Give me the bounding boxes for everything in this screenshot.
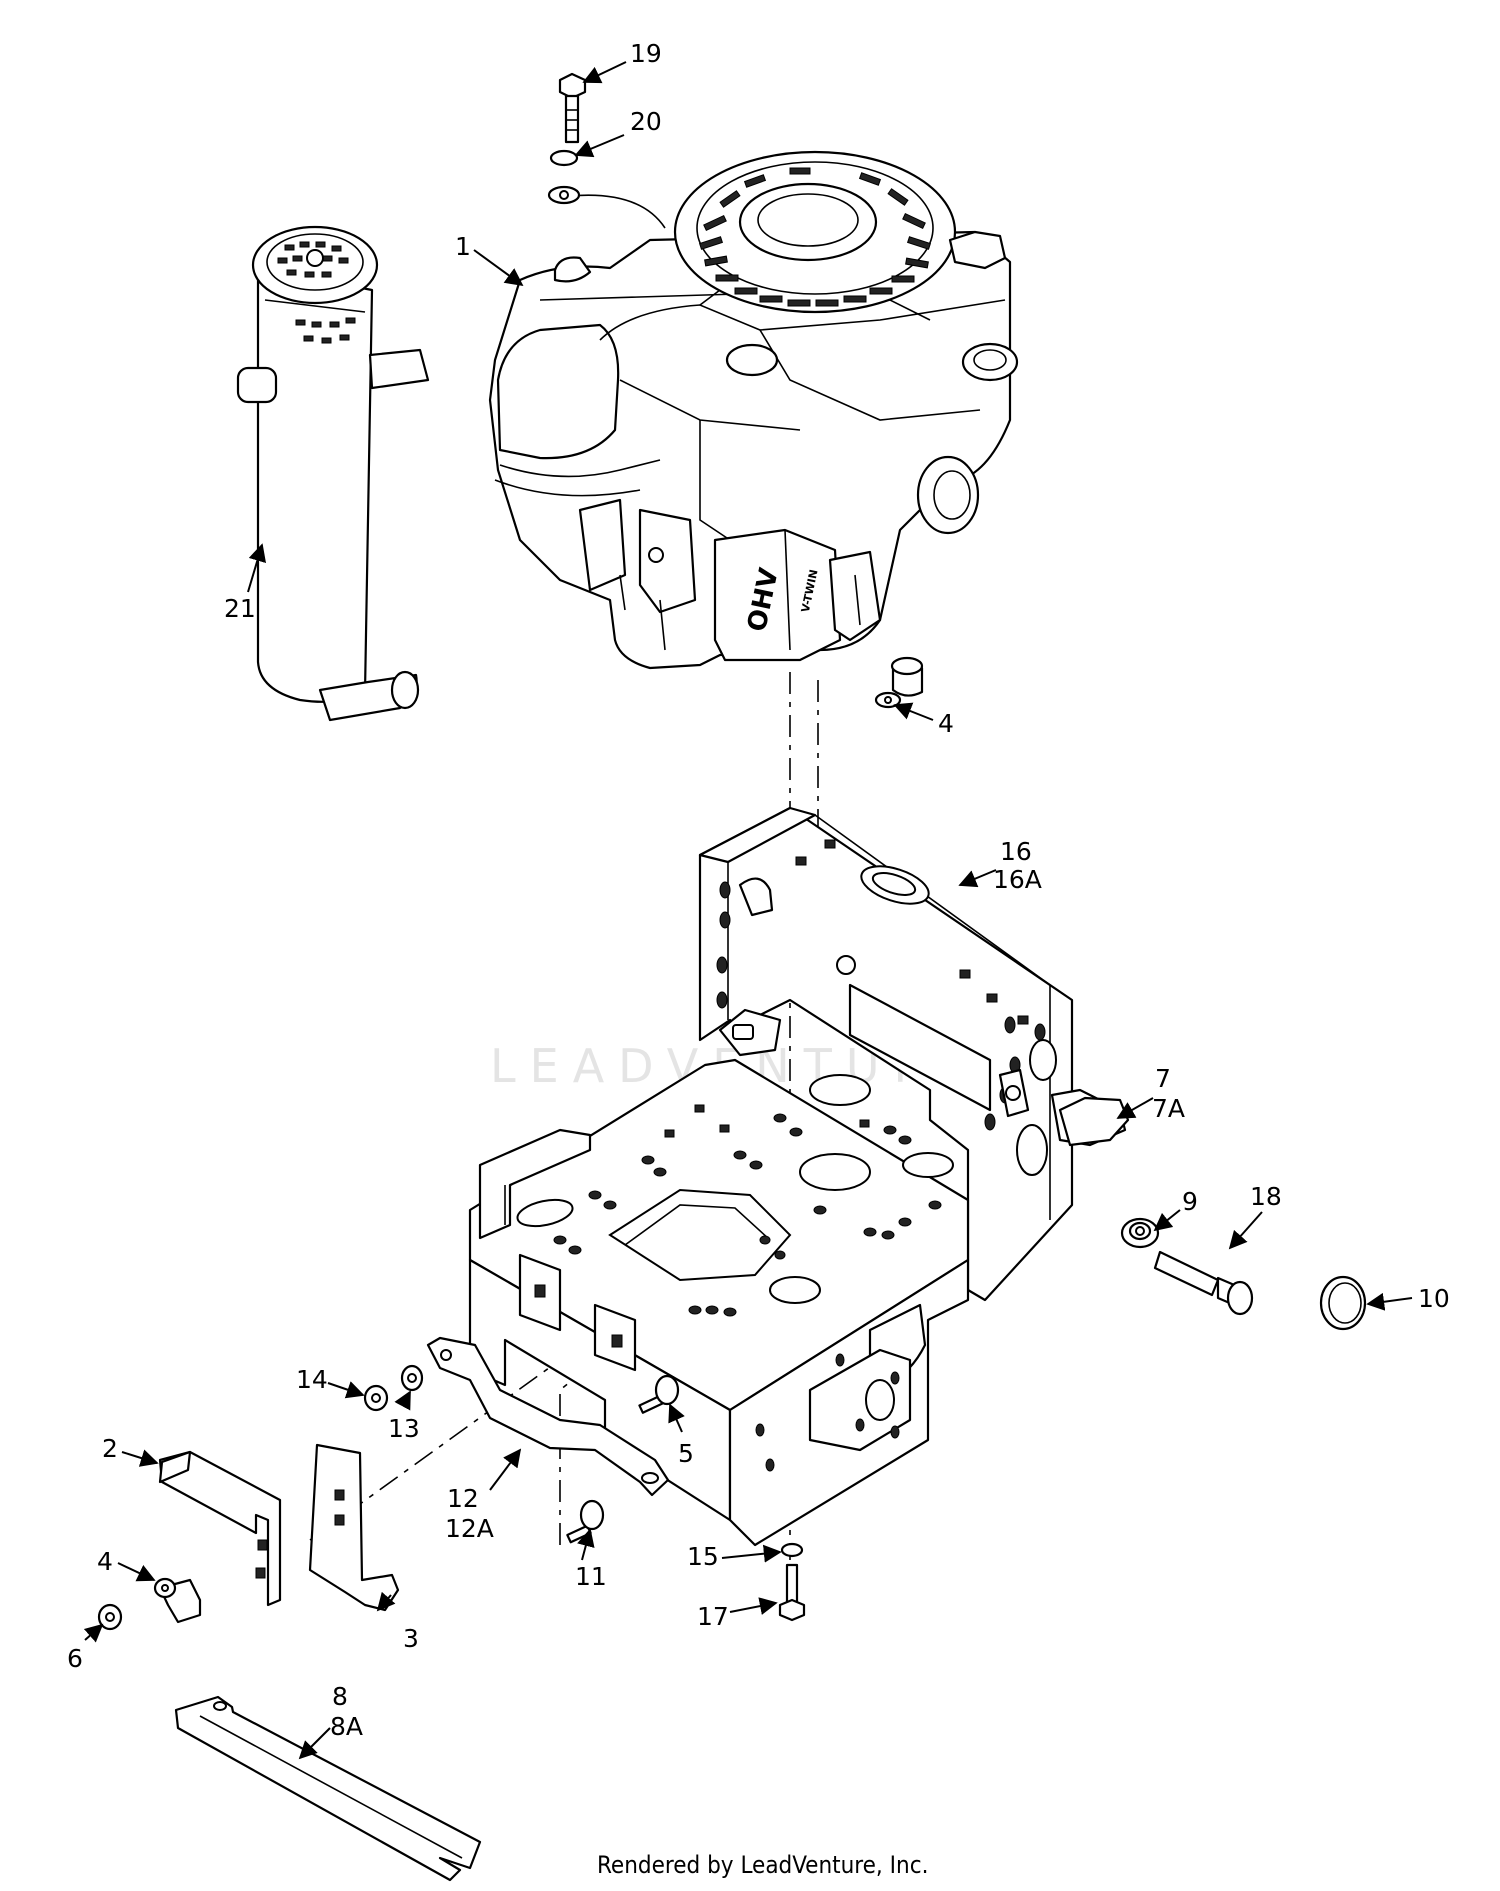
callout-labels: 19 20 1 21 4 16 16A 7 7A 9 18 10 14 13 5… [67,39,1450,1741]
screw-part-5[interactable] [638,1374,680,1414]
credit-line: Rendered by LeadVenture, Inc. [597,1851,928,1879]
bracket-part-2[interactable] [158,1450,282,1607]
frame-part-16[interactable] [468,806,1127,1547]
callout-3: 3 [403,1624,419,1653]
callout-20: 20 [630,107,662,136]
callout-4a: 4 [938,709,954,738]
callout-5: 5 [678,1439,694,1468]
callout-17: 17 [697,1602,729,1631]
callout-14: 14 [296,1365,328,1394]
flange-nut-part-9[interactable] [1120,1217,1160,1249]
washer-part-15[interactable] [780,1542,804,1558]
callout-19: 19 [630,39,662,68]
callout-8a: 8A [330,1712,363,1741]
callout-18: 18 [1250,1182,1282,1211]
callout-1: 1 [455,232,471,261]
callout-7: 7 [1155,1064,1171,1093]
washer-part-20[interactable] [547,149,581,205]
washer-part-13[interactable] [400,1364,424,1392]
bracket-part-3[interactable] [308,1443,400,1612]
callout-2: 2 [102,1434,118,1463]
spacer-part-4-top[interactable] [874,656,924,709]
callout-6: 6 [67,1644,83,1673]
bolt-part-18[interactable] [1153,1250,1254,1316]
callout-7a: 7A [1152,1094,1185,1123]
engine-part-1[interactable]: OHV V-TWIN [488,150,1019,670]
callout-10: 10 [1418,1284,1450,1313]
callout-12: 12 [447,1484,479,1513]
retaining-ring-part-10[interactable] [1319,1275,1367,1331]
nut-part-6[interactable] [97,1603,123,1631]
bolt-part-19[interactable] [558,72,587,144]
callout-15: 15 [687,1542,719,1571]
callout-21: 21 [224,594,256,623]
callout-16a: 16A [993,865,1042,894]
bracket-part-7[interactable] [1058,1096,1130,1147]
bolt-part-17[interactable] [778,1563,806,1622]
alignment-line-bolt [559,1349,611,1545]
nut-part-14[interactable] [363,1384,389,1412]
clamp-part-4-bottom[interactable] [153,1577,202,1624]
bracket-part-12[interactable] [426,1336,670,1497]
callout-13: 13 [388,1414,420,1443]
callout-4b: 4 [97,1547,113,1576]
muffler-part-21[interactable] [236,225,430,722]
leader-lines [83,61,1413,1760]
callout-12a: 12A [445,1514,494,1543]
bar-part-8[interactable] [174,1695,482,1882]
screw-part-11[interactable] [566,1499,605,1544]
callout-11: 11 [575,1562,607,1591]
callout-16: 16 [1000,837,1032,866]
callout-9: 9 [1182,1187,1198,1216]
callout-8: 8 [332,1682,348,1711]
